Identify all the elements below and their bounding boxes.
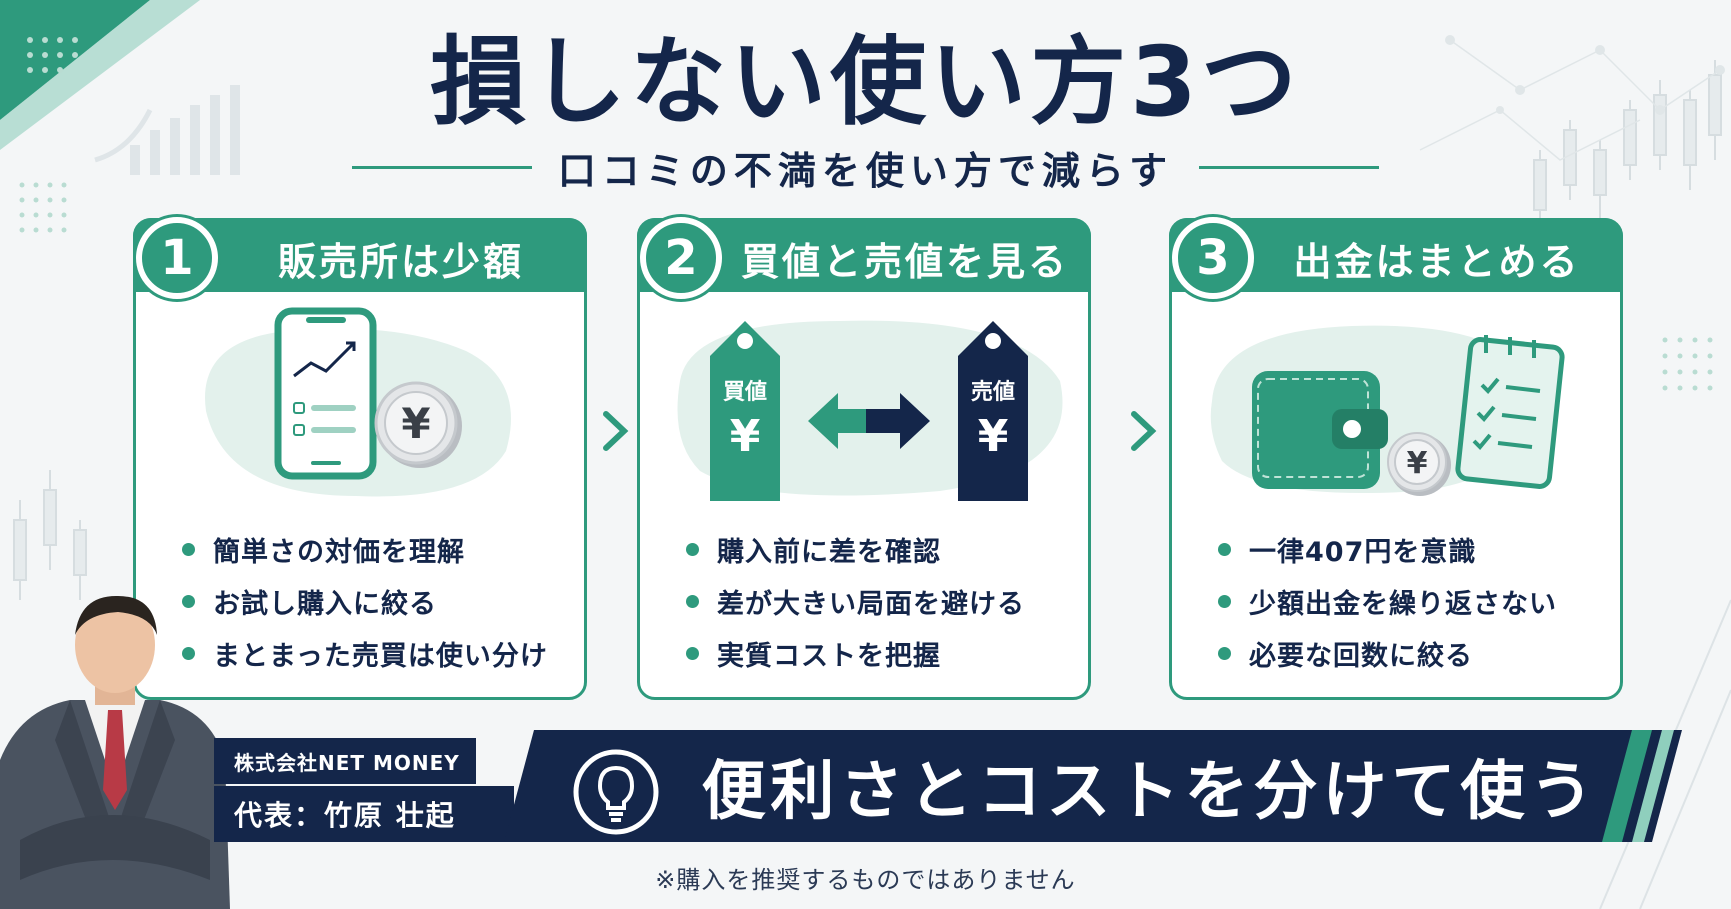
summary-banner [504,730,1682,842]
tip-card-1: 1 販売所は少額 ¥ 簡単さの対価を理解 お試し購入に絞る まとまった売買は使い… [133,217,587,700]
representative-name: 代表：竹原 壮起 [214,786,514,842]
card-number: 3 [1172,217,1254,299]
yen-coin-icon [374,381,462,468]
coin-yen-symbol: ¥ [401,399,430,448]
buy-tag-label: 買値 [723,380,767,405]
sell-price-tag-icon [958,321,1028,501]
coin-yen-symbol: ¥ [1407,446,1428,481]
list-item: 一律407円を意識 [1218,523,1557,575]
wallet-icon [1252,371,1388,489]
company-name: 株式会社NET MONEY [214,738,476,784]
chevron-right-icon [603,411,629,451]
tip-card-3: 3 出金はまとめる ¥ 一律407円を意識 少額出金を繰り返さない [1169,217,1623,700]
disclaimer: ※購入を推奨するものではありません [655,866,1076,894]
bullet-dot [182,542,195,556]
smartphone-yen-illustration: ¥ [205,307,511,497]
list-item: 簡単さの対価を理解 [182,523,548,575]
page-title: 損しない使い方3つ [430,26,1301,138]
card-title: 買値と売値を見る [740,239,1069,284]
checklist-icon [1455,335,1565,489]
smartphone-icon [274,307,377,480]
bullet-list: 購入前に差を確認 差が大きい局面を避ける 実質コストを把握 [686,523,1025,679]
list-item: まとまった売買は使い分け [182,627,548,679]
bullet-dot [686,542,699,556]
price-tags-illustration: 買値 ¥ 売値 ¥ [677,320,1063,501]
chevron-right-icon [1131,411,1157,451]
bullet-list: 一律407円を意識 少額出金を繰り返さない 必要な回数に絞る [1218,523,1557,679]
summary-banner-text: 便利さとコストを分けて使う [701,755,1599,829]
bullet-dot [686,646,699,660]
presenter-portrait [0,595,230,909]
list-item: 差が大きい局面を避ける [686,575,1025,627]
bullet-dot [182,594,195,608]
bullet-dot [1218,646,1231,660]
list-item: お試し購入に絞る [182,575,548,627]
bullet-dot [182,646,195,660]
tip-card-2: 2 買値と売値を見る 買値 ¥ 売値 ¥ 購入前に差を確認 差が大きい局面を避け… [637,217,1091,700]
list-item: 実質コストを把握 [686,627,1025,679]
yen-coin-icon [1387,432,1451,496]
card-title: 販売所は少額 [277,239,524,284]
sell-tag-label: 売値 [971,379,1015,405]
list-item: 少額出金を繰り返さない [1218,575,1557,627]
card-number: 2 [640,217,722,299]
bullet-dot [1218,594,1231,608]
buy-price-tag-icon [710,321,780,501]
bullet-dot [1218,542,1231,556]
card-number: 1 [136,217,218,299]
buy-tag-yen: ¥ [730,411,761,462]
list-item: 必要な回数に絞る [1218,627,1557,679]
lightbulb-icon [573,749,659,835]
subtitle: 口コミの不満を使い方で減らす [557,149,1174,193]
bullet-dot [686,594,699,608]
subtitle-row: 口コミの不満を使い方で減らす [0,140,1731,195]
list-item: 購入前に差を確認 [686,523,1025,575]
sell-tag-yen: ¥ [978,411,1009,462]
subtitle-rule-left [351,166,532,169]
card-title: 出金はまとめる [1293,239,1581,284]
subtitle-rule-right [1199,166,1380,169]
double-arrow-icon [808,393,930,449]
bullet-list: 簡単さの対価を理解 お試し購入に絞る まとまった売買は使い分け [182,523,548,679]
wallet-checklist-illustration: ¥ [1210,325,1565,496]
